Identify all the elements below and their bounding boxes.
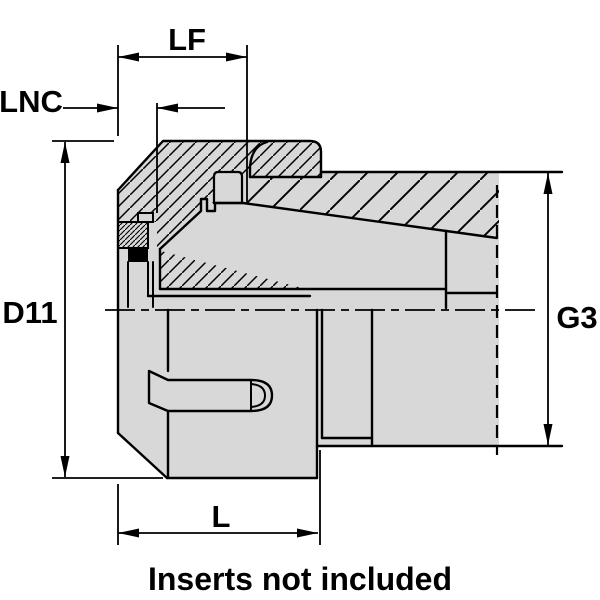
dim-label-lf: LF (168, 22, 206, 57)
clamp-nut-section-hatch (118, 141, 321, 249)
dimension-arrowheads (60, 52, 553, 538)
dim-label-lnc: LNC (0, 84, 63, 119)
seal-tab (137, 212, 154, 223)
note-inserts: Inserts not included (148, 561, 452, 597)
part-outlines (116, 139, 564, 480)
dim-label-d11: D11 (2, 295, 57, 330)
dim-label-l: L (212, 499, 231, 534)
o-ring-seal (128, 248, 148, 262)
nut-engagement-lip (212, 170, 244, 205)
body-section-hatch (244, 172, 499, 238)
dim-label-g3: G3 (556, 300, 597, 335)
nut-lower-wedge-hatch (161, 251, 310, 290)
wrench-slot (147, 369, 274, 413)
seal-ring-crosshatch (117, 221, 149, 249)
